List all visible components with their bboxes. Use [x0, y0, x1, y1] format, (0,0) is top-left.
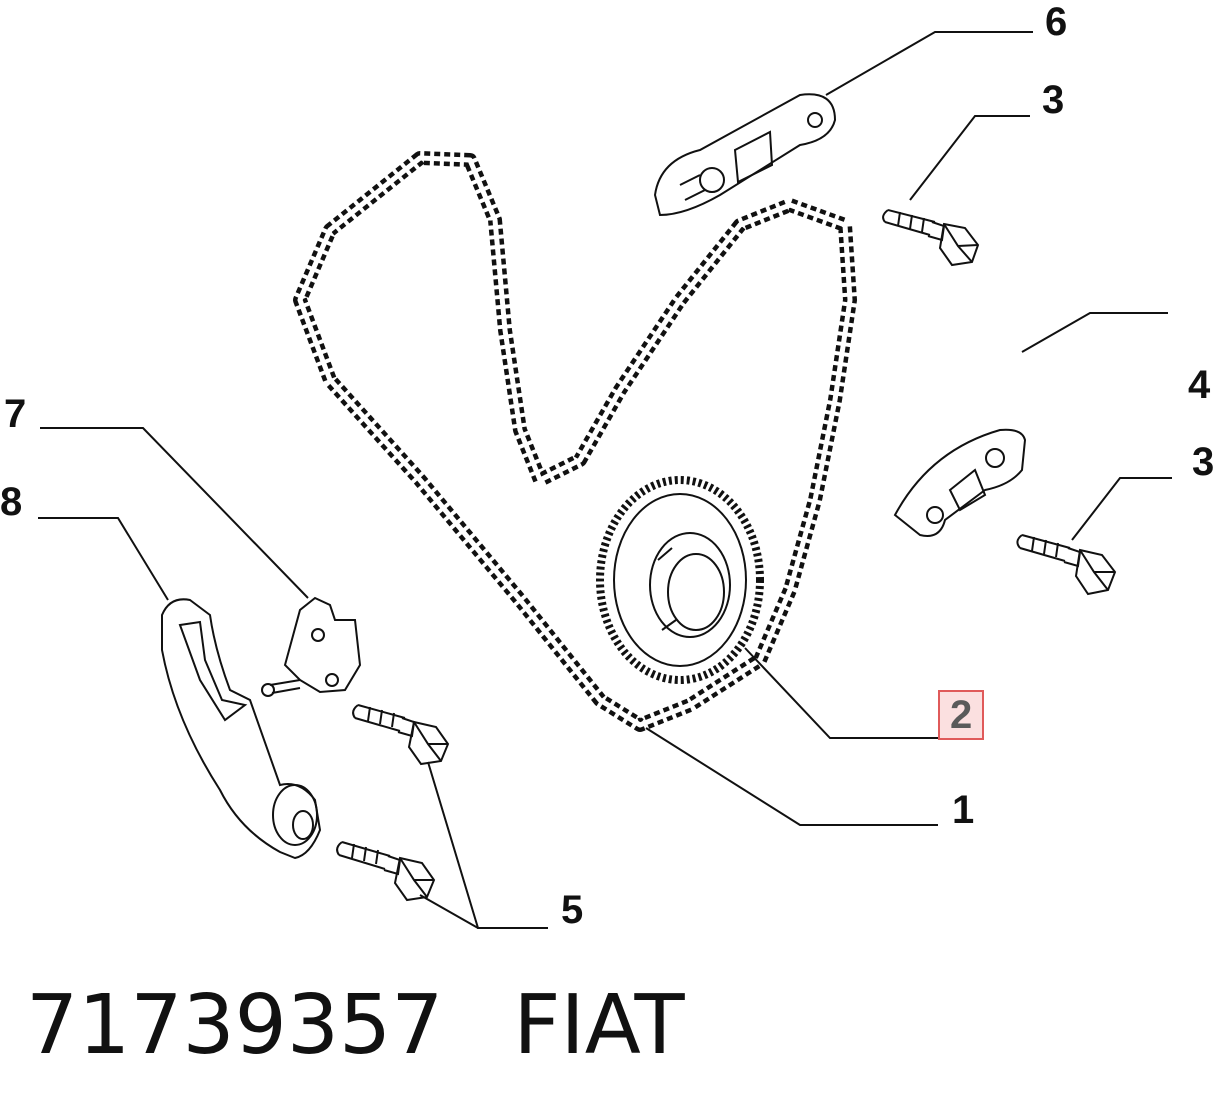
- bolt-5-upper: [352, 704, 450, 766]
- callout-4: 4: [1188, 363, 1211, 407]
- bolt-3-upper: [882, 209, 980, 267]
- upper-chain-guide: [653, 93, 837, 217]
- callout-2-highlighted: 2: [938, 690, 985, 740]
- tensioner-arm: [161, 598, 322, 860]
- callout-7: 7: [4, 392, 27, 436]
- callout-5: 5: [561, 888, 584, 932]
- part-number: 71739357: [26, 978, 444, 1073]
- timing-chain: [293, 151, 857, 732]
- callout-3-upper: 3: [1042, 78, 1065, 122]
- callout-8: 8: [0, 480, 23, 524]
- bolt-3-lower: [1016, 534, 1117, 596]
- leader-lines: [38, 31, 1172, 929]
- callout-3-lower: 3: [1192, 440, 1215, 484]
- right-chain-guide: [893, 428, 1027, 537]
- callout-6: 6: [1045, 0, 1068, 44]
- callout-1: 1: [952, 788, 975, 832]
- tensioner-bracket: [261, 596, 362, 697]
- crank-sprocket: [596, 476, 764, 684]
- bolt-5-lower: [336, 841, 436, 902]
- part-info: 71739357 FIAT: [26, 978, 685, 1073]
- brand-name: FIAT: [513, 978, 685, 1073]
